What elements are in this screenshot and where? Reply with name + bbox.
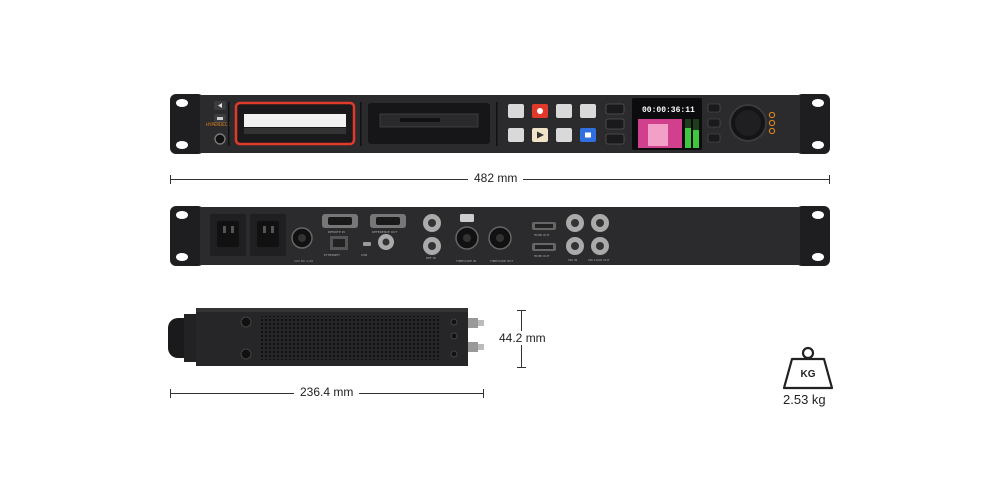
width-tick-right xyxy=(829,175,830,184)
port-label-hdmi-2: HDMI OUT xyxy=(534,254,550,258)
width-label: 482 mm xyxy=(468,171,524,185)
port-label-ref-in: REF IN xyxy=(426,256,436,260)
weight-badge: KG xyxy=(800,369,816,380)
port-label-tc-in: TIMECODE IN xyxy=(455,259,476,263)
width-tick-left xyxy=(170,175,171,184)
port-label-remote: REMOTE IN xyxy=(328,230,345,234)
depth-tick-right xyxy=(483,389,484,398)
side-view-image xyxy=(168,306,488,368)
port-label-sdi-loop: SDI LOOP OUT xyxy=(588,258,610,262)
height-label: 44.2 mm xyxy=(493,331,552,345)
front-panel-image: HYPERDECK xyxy=(170,94,830,154)
port-label-ethernet: ETHERNET xyxy=(324,253,340,257)
port-label-tc-out: TIMECODE OUT xyxy=(489,259,513,263)
weight-label: 2.53 kg xyxy=(783,392,826,407)
port-label-hdmi-1: HDMI OUT xyxy=(534,233,550,237)
brand-label: HYPERDECK xyxy=(206,122,231,127)
weight-icon xyxy=(780,346,836,406)
lcd-timecode: 00:00:36:11 xyxy=(642,106,695,115)
port-label-sdi-in: SDI IN xyxy=(568,258,577,262)
height-tick-top xyxy=(517,310,526,311)
rear-panel-image: 12V DC 1-2A ETHERNET REMOTE IN USB REFER… xyxy=(170,206,830,266)
port-label-power: 12V DC 1-2A xyxy=(294,259,314,263)
depth-tick-left xyxy=(170,389,171,398)
port-label-ref-out: REFERENCE OUT xyxy=(372,230,397,234)
height-tick-bottom xyxy=(517,367,526,368)
port-label-usb: USB xyxy=(361,253,367,257)
depth-label: 236.4 mm xyxy=(294,385,360,399)
